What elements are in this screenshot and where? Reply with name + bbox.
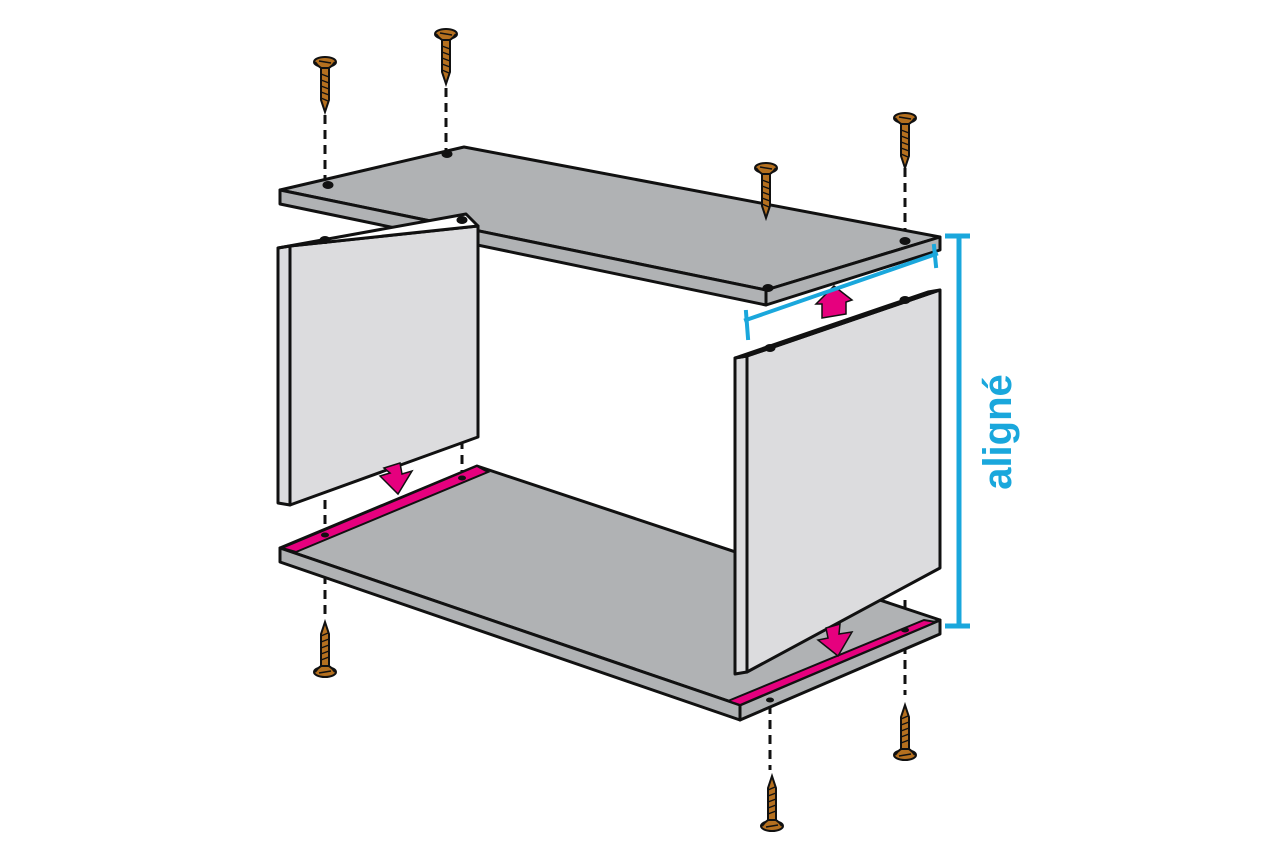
screw-icon bbox=[434, 28, 458, 85]
top-board bbox=[278, 145, 942, 307]
arrow-down-icon bbox=[378, 462, 414, 496]
screw-icon bbox=[761, 776, 783, 831]
right-side-panel bbox=[733, 288, 942, 676]
glue-strips bbox=[278, 464, 940, 707]
alignment-height-icon bbox=[945, 233, 970, 629]
screw-icon bbox=[314, 622, 336, 677]
align-label: aligné bbox=[976, 374, 1020, 490]
arrow-up-icon bbox=[814, 285, 854, 319]
screw-icon bbox=[893, 112, 917, 169]
arrow-down-icon bbox=[816, 622, 854, 658]
left-side-panel bbox=[276, 212, 480, 507]
alignment-bracket-icon bbox=[743, 243, 939, 341]
screw-icon bbox=[894, 705, 916, 760]
screw-icon bbox=[313, 56, 337, 113]
